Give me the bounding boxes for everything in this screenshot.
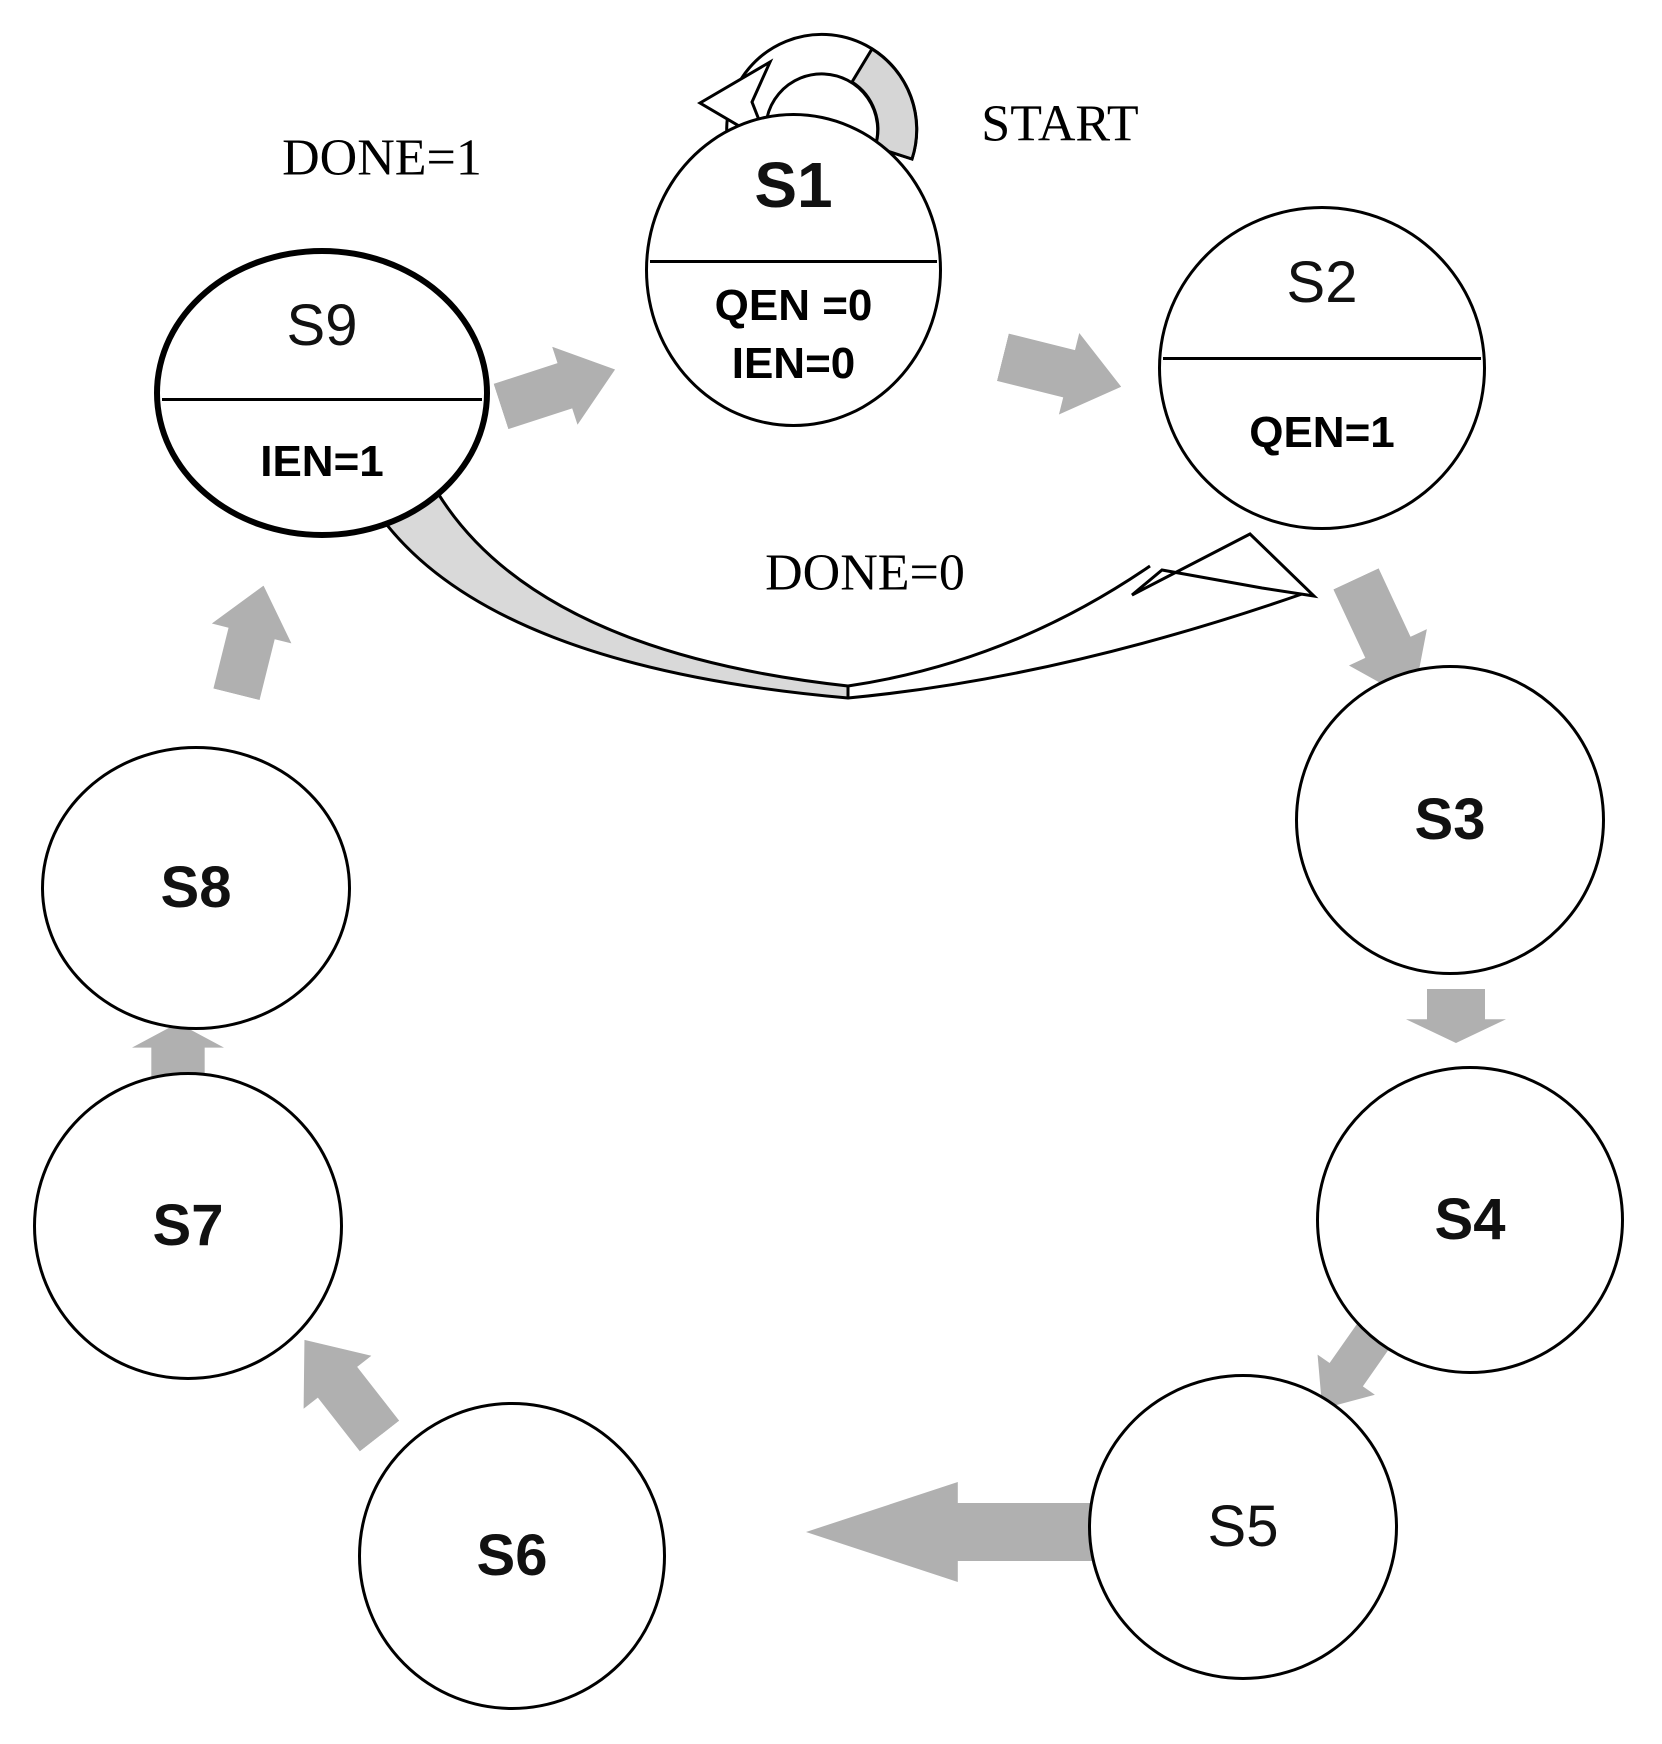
done0-band-lower-edge xyxy=(847,592,1303,700)
label-done-1: DONE=1 xyxy=(282,129,482,187)
state-s6: S6 xyxy=(358,1402,666,1710)
state-s4: S4 xyxy=(1316,1066,1624,1374)
state-s5-label: S5 xyxy=(1207,1493,1279,1559)
state-s3-label: S3 xyxy=(1414,786,1486,852)
state-s9: S9 IEN=1 xyxy=(154,248,490,538)
state-s2-label: S2 xyxy=(1286,250,1358,315)
state-s1: S1 QEN =0 IEN=0 xyxy=(645,113,942,427)
state-s2-divider xyxy=(1163,357,1481,360)
state-s1-label: S1 xyxy=(754,149,833,221)
state-s1-divider xyxy=(650,260,937,263)
state-s8-label: S8 xyxy=(160,854,232,920)
state-s2: S2 QEN=1 xyxy=(1158,206,1486,530)
state-s7-label: S7 xyxy=(152,1192,224,1258)
state-s9-divider xyxy=(162,398,482,401)
state-s9-output-ien: IEN=1 xyxy=(260,437,384,486)
state-s8: S8 xyxy=(41,746,351,1030)
state-s6-label: S6 xyxy=(476,1522,548,1588)
done0-hollow-arrowhead-icon xyxy=(1131,532,1319,599)
state-s4-label: S4 xyxy=(1434,1186,1506,1252)
state-s3: S3 xyxy=(1295,665,1605,975)
label-done-0: DONE=0 xyxy=(765,544,965,602)
state-s7: S7 xyxy=(33,1072,343,1380)
state-s5: S5 xyxy=(1088,1374,1398,1680)
state-s2-output-qen: QEN=1 xyxy=(1249,408,1395,457)
state-s9-label: S9 xyxy=(286,293,358,358)
self-loop-shaded-tail xyxy=(849,46,919,161)
state-s1-output-ien: IEN=0 xyxy=(731,339,856,388)
state-s1-output-qen: QEN =0 xyxy=(714,281,873,330)
label-start: START xyxy=(981,95,1139,153)
done0-band-upper-edge xyxy=(847,564,1151,688)
